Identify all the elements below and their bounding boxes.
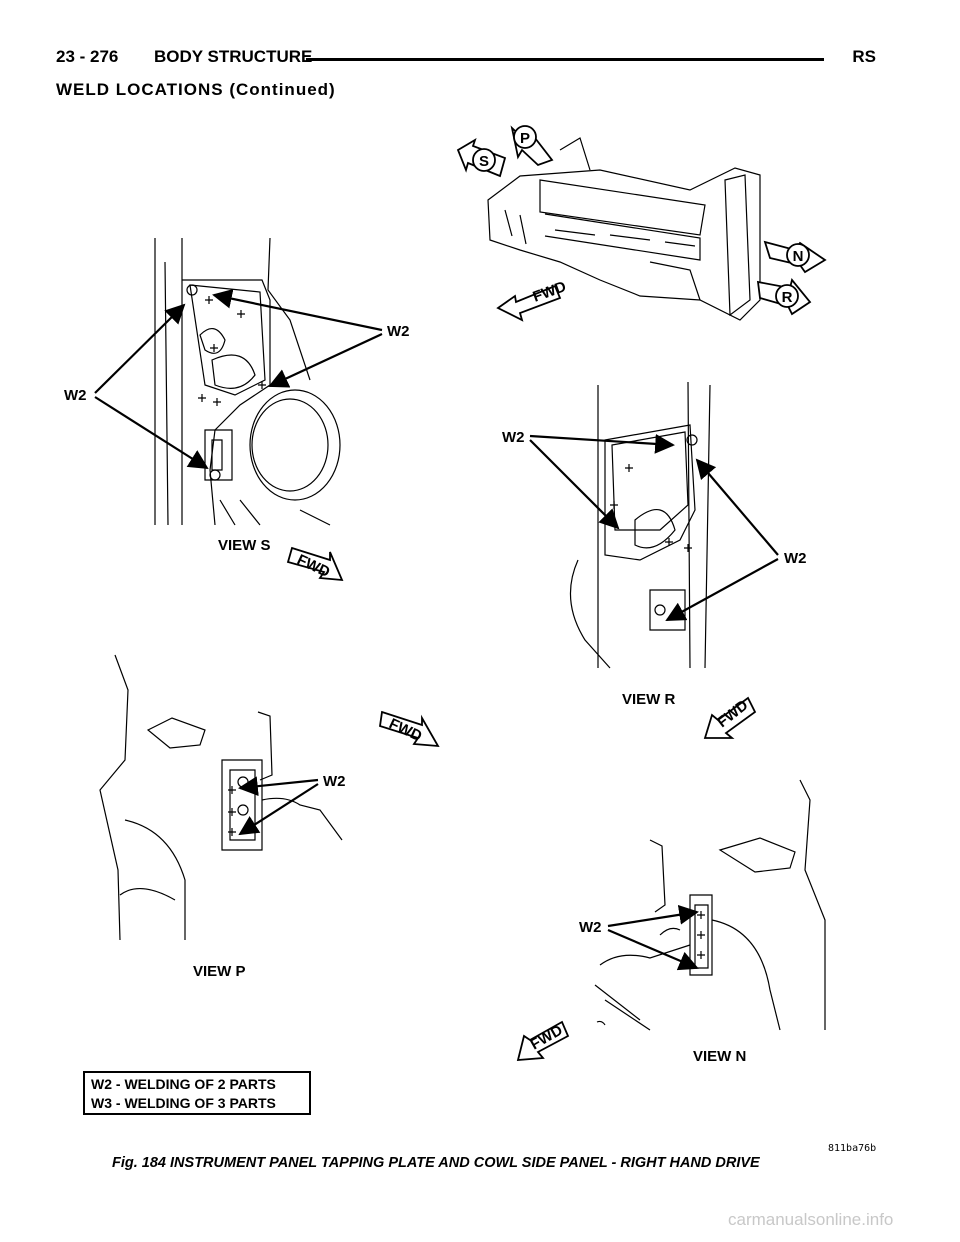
legend-line-w2: W2 - WELDING OF 2 PARTS [91, 1076, 276, 1092]
view-n-drawing [594, 779, 826, 1031]
arrow-n-letter: N [793, 248, 804, 265]
view-n-w2-label: W2 [579, 919, 602, 936]
page-number: 23 - 276 [56, 47, 119, 66]
view-p-drawing [99, 654, 343, 941]
subheading: WELD LOCATIONS (Continued) [56, 80, 336, 99]
view-n-weld-arrows [607, 904, 699, 971]
view-s-drawing [154, 237, 341, 526]
view-r-label: VIEW R [622, 691, 676, 708]
weld-legend-box: W2 - WELDING OF 2 PARTS W3 - WELDING OF … [83, 1071, 311, 1115]
arrow-p-letter: P [520, 130, 530, 147]
view-s-w2-label-left: W2 [64, 387, 87, 404]
fwd-arrow-overview: FWD [496, 278, 569, 322]
fwd-arrow-view-p: FWD [379, 710, 440, 748]
arrow-s-letter: S [479, 153, 489, 170]
legend-line-w3: W3 - WELDING OF 3 PARTS [91, 1095, 276, 1111]
view-s-w2-label-right: W2 [387, 323, 410, 340]
view-p-arrow: P [510, 125, 554, 167]
view-n-label: VIEW N [693, 1048, 746, 1065]
figure-caption: Fig. 184 INSTRUMENT PANEL TAPPING PLATE … [112, 1155, 760, 1171]
view-s-label: VIEW S [218, 537, 271, 554]
view-n-arrow: N [763, 240, 827, 274]
cowl-assembly-overview [487, 137, 761, 321]
manual-code: RS [852, 47, 876, 66]
watermark: carmanualsonline.info [728, 1210, 894, 1229]
view-p-weld-arrows [238, 776, 319, 836]
view-p-label: VIEW P [193, 963, 246, 980]
view-r-weld-arrows [529, 434, 779, 621]
fwd-arrow-view-r: FWD [703, 697, 757, 739]
view-r-w2-label-right: W2 [784, 550, 807, 567]
fwd-arrow-view-n: FWD [516, 1020, 570, 1061]
fwd-arrow-view-s: FWD [286, 546, 344, 581]
view-s-weld-arrows [94, 288, 383, 470]
view-r-drawing [569, 381, 711, 669]
view-r-arrow: R [756, 278, 812, 316]
figure-code: 811ba76b [828, 1143, 877, 1154]
header-rule [306, 58, 824, 61]
arrow-r-letter: R [782, 289, 793, 306]
page-header: 23 - 276 BODY STRUCTURE RS [56, 47, 876, 71]
section-title: BODY STRUCTURE [154, 47, 313, 66]
view-p-w2-label: W2 [323, 773, 346, 790]
view-s-arrow: S [456, 138, 507, 178]
view-r-w2-label-left: W2 [502, 429, 525, 446]
